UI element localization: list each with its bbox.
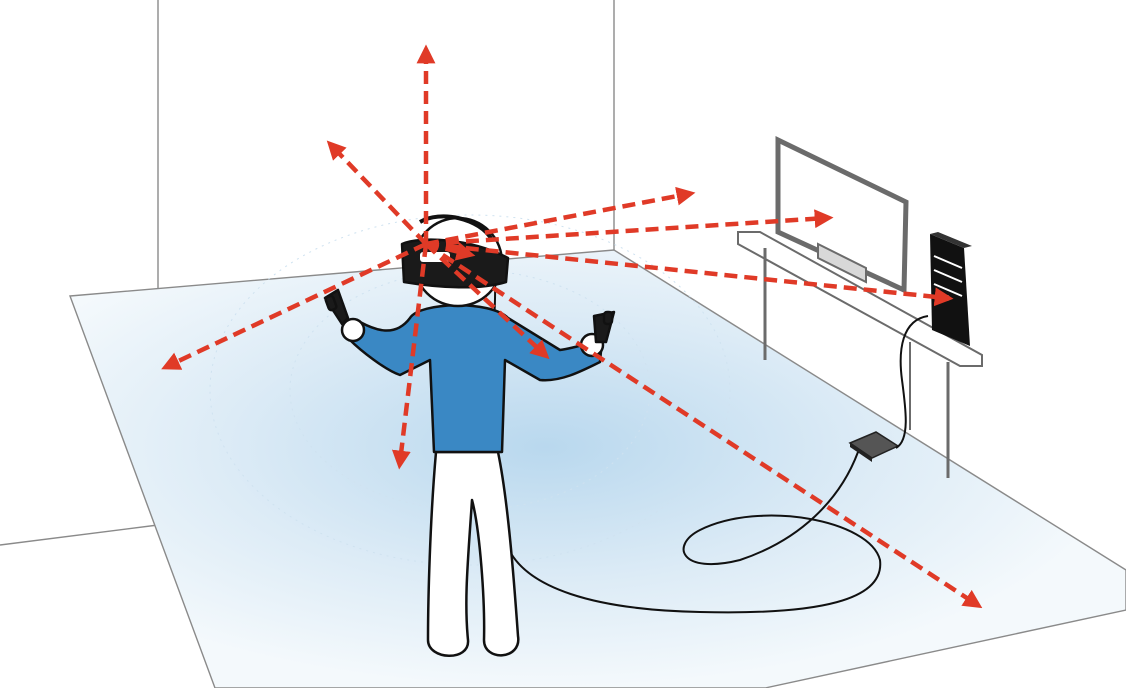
tracking-arrow xyxy=(424,242,550,360)
tracking-arrow xyxy=(326,140,428,246)
tracking-arrow xyxy=(391,243,429,470)
tracking-arrow xyxy=(425,241,476,261)
tracking-arrow xyxy=(161,241,427,370)
monitor-icon xyxy=(775,136,909,294)
tracking-arrow xyxy=(424,242,983,609)
table xyxy=(737,231,983,478)
wall-floor-line-left xyxy=(0,524,159,546)
tracking-arrow xyxy=(425,241,954,307)
link-box-icon xyxy=(848,431,900,462)
tracking-arrow xyxy=(425,209,834,247)
person-legs xyxy=(426,450,520,657)
desktop-pc-icon xyxy=(930,232,972,346)
controller-icon xyxy=(323,288,366,343)
tracking-arrow xyxy=(425,186,696,247)
play-area-floor xyxy=(69,249,1126,688)
tracking-arrows xyxy=(161,44,983,609)
